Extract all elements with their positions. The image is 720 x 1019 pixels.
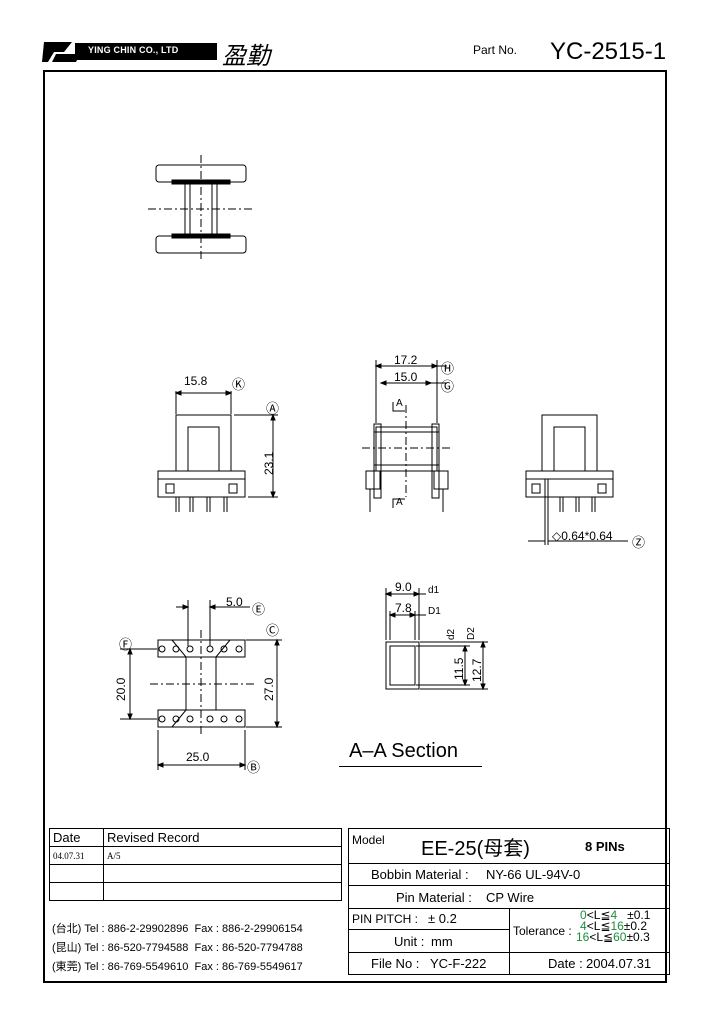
marker-D2: D2 bbox=[466, 627, 477, 640]
tolerance-label: Tolerance : bbox=[513, 924, 572, 938]
pin-material-label: Pin Material : bbox=[396, 890, 472, 905]
marker-e: Ⓔ bbox=[252, 602, 266, 617]
dim-15-8: 15.8 bbox=[184, 374, 208, 388]
dim-9-0: 9.0 bbox=[395, 580, 412, 594]
marker-b: Ⓑ bbox=[247, 760, 261, 775]
pin-pitch-value: ± 0.2 bbox=[428, 911, 457, 926]
marker-D1: D1 bbox=[428, 606, 441, 617]
dim-pin-size: ◇0.64*0.64 bbox=[552, 529, 613, 543]
pin-pitch-label: PIN PITCH : bbox=[352, 912, 419, 926]
section-letter-top: A bbox=[396, 398, 403, 409]
dim-15-0: 15.0 bbox=[394, 370, 418, 384]
bobbin-material-value: NY-66 UL-94V-0 bbox=[486, 867, 581, 882]
revision-record bbox=[103, 864, 342, 883]
date-label: Date : bbox=[548, 956, 583, 971]
company-name-cn: 盈勤 bbox=[222, 42, 270, 70]
dim-12-7: 12.7 bbox=[470, 658, 484, 682]
table-row bbox=[49, 882, 342, 901]
contact-dongguan: (東莞) Tel : 86-769-5549610 Fax : 86-769-5… bbox=[52, 961, 303, 973]
file-no-label: File No : bbox=[371, 956, 420, 971]
marker-k: Ⓚ bbox=[232, 377, 246, 392]
side-view bbox=[362, 360, 452, 512]
bobbin-material-label: Bobbin Material : bbox=[371, 867, 469, 882]
contact-taipei: (台北) Tel : 886-2-29902896 Fax : 886-2-29… bbox=[52, 923, 303, 935]
rear-view bbox=[525, 414, 628, 545]
revision-header-record: Revised Record bbox=[103, 828, 342, 847]
dim-7-8: 7.8 bbox=[395, 601, 412, 615]
pin-material-value: CP Wire bbox=[486, 890, 535, 905]
dim-27-0: 27.0 bbox=[262, 677, 276, 701]
model-value: EE-25(母套) bbox=[421, 838, 530, 860]
contact-kunshan: (昆山) Tel : 86-520-7794588 Fax : 86-520-7… bbox=[52, 942, 303, 954]
unit-value: mm bbox=[431, 934, 453, 949]
logo-mark-icon bbox=[42, 42, 80, 62]
top-view bbox=[148, 155, 254, 262]
section-view bbox=[384, 588, 488, 691]
marker-c: Ⓒ bbox=[266, 623, 280, 638]
date-value: 2004.07.31 bbox=[586, 956, 652, 971]
drawing-frame bbox=[43, 70, 667, 983]
dim-17-2: 17.2 bbox=[394, 353, 418, 367]
dim-23-1: 23.1 bbox=[262, 451, 276, 475]
revision-record bbox=[103, 882, 342, 901]
revision-date bbox=[49, 882, 104, 901]
tolerance-row: 4<L≦16±0.2 bbox=[580, 919, 648, 933]
revision-table: Date Revised Record 04.07.31 A/5 bbox=[49, 828, 342, 901]
revision-header-date: Date bbox=[49, 828, 104, 847]
company-name-en: YING CHIN CO., LTD bbox=[88, 45, 179, 55]
section-letter-bottom: A bbox=[396, 497, 403, 508]
logo-bar bbox=[75, 43, 217, 60]
tolerance-row: 0<L≦4 ±0.1 bbox=[580, 908, 651, 922]
unit-label: Unit : bbox=[394, 934, 425, 949]
file-no-value: YC-F-222 bbox=[430, 956, 487, 971]
revision-date: 04.07.31 bbox=[49, 846, 104, 865]
marker-h: Ⓗ bbox=[441, 361, 455, 376]
dim-5-0: 5.0 bbox=[226, 595, 243, 609]
marker-f: Ⓕ bbox=[119, 637, 133, 652]
revision-header-row: Date Revised Record bbox=[49, 828, 342, 847]
marker-z: Ⓩ bbox=[632, 535, 646, 550]
marker-a: Ⓐ bbox=[266, 401, 280, 416]
marker-d1: d1 bbox=[428, 585, 440, 596]
dim-25-0: 25.0 bbox=[186, 750, 210, 764]
part-no: YC-2515-1 bbox=[550, 38, 667, 65]
front-view bbox=[157, 390, 278, 512]
bottom-view bbox=[120, 600, 282, 770]
dim-11-5: 11.5 bbox=[452, 657, 466, 680]
part-no-label: Part No. bbox=[473, 43, 518, 57]
section-label: A–A Section bbox=[349, 740, 458, 762]
pin-count: 8 PINs bbox=[585, 839, 625, 854]
marker-g: Ⓖ bbox=[441, 379, 455, 394]
model-label: Model bbox=[352, 833, 385, 847]
unit-cell bbox=[348, 929, 510, 953]
table-row bbox=[49, 864, 342, 883]
revision-date bbox=[49, 864, 104, 883]
table-row: 04.07.31 A/5 bbox=[49, 846, 342, 865]
section-underline bbox=[339, 766, 482, 767]
revision-record: A/5 bbox=[103, 846, 342, 865]
tolerance-row: 16<L≦60±0.3 bbox=[576, 930, 650, 944]
marker-d2: d2 bbox=[446, 628, 457, 640]
dim-20-0: 20.0 bbox=[114, 677, 128, 701]
date-cell bbox=[509, 952, 670, 975]
